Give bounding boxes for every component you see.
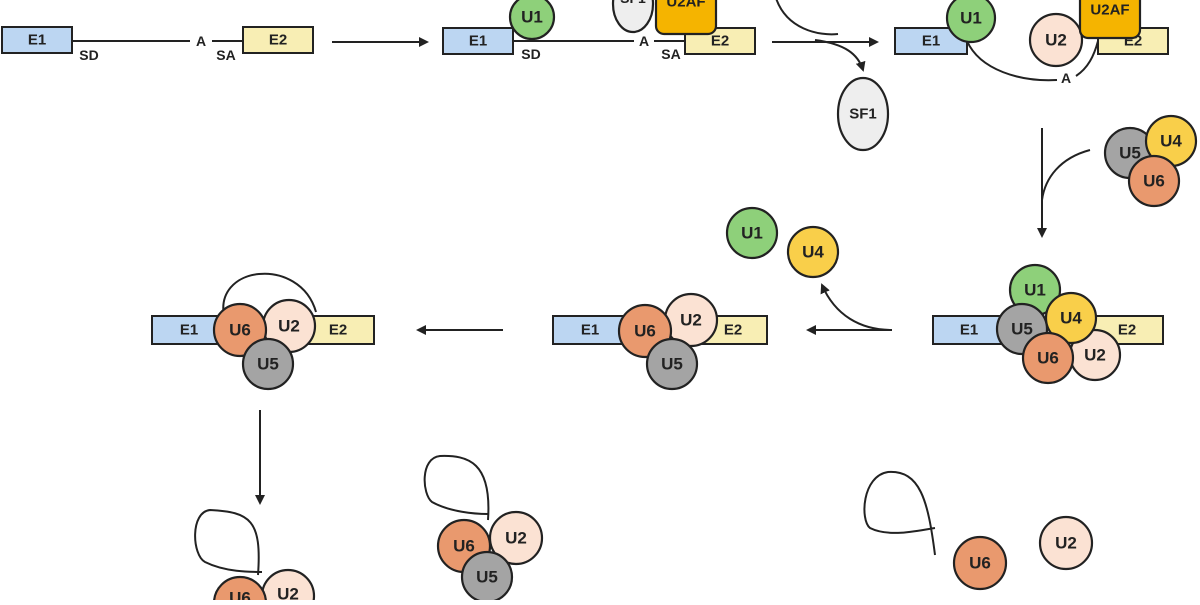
released-u1-label: U1 [741, 224, 763, 243]
exon-1 [151, 315, 227, 345]
exon-1-label: E1 [469, 33, 487, 50]
stage-e-complex: E1 A E2 SD SA U1 SF1 U2AF [442, 0, 756, 62]
u4-label: U4 [1060, 309, 1082, 328]
exon-1-label: E1 [180, 322, 198, 339]
stage-b-complex: E1 E2 U2 U1 U5 U4 U6 [932, 263, 1164, 385]
u6-snrnp [1021, 331, 1075, 385]
u6-label: U6 [229, 321, 251, 340]
sf1-release-arrow [814, 39, 866, 72]
u6-label: U6 [1037, 349, 1059, 368]
exon-1 [1, 26, 73, 54]
u1-u4-release-arrow [820, 283, 893, 331]
stage-a-complex: E1 E2 A U1 U2 U2AF [894, 0, 1169, 86]
u2af-label: U2AF [1090, 2, 1129, 19]
branch-point-a-label: A [196, 33, 206, 49]
u2af-label: U2AF [666, 0, 705, 11]
u6-snrnp [1127, 154, 1181, 208]
free-u2 [1038, 515, 1094, 571]
free-u6 [952, 535, 1008, 591]
exon-1-label: E1 [922, 33, 940, 50]
u5-label: U5 [1119, 144, 1141, 163]
exon-1-label: E1 [581, 322, 599, 339]
u6-label: U6 [229, 589, 251, 601]
u1-label: U1 [1024, 281, 1046, 300]
stage-intron-lariat-complex: U2 U6 U5 [423, 454, 544, 604]
intron-lariat-loop [222, 272, 317, 321]
released-sf1 [836, 76, 890, 152]
u4-snrnp [1044, 291, 1098, 345]
exon-1 [932, 315, 1006, 345]
u5-snrnp [241, 337, 295, 391]
degraded-intron-lariat [863, 470, 936, 556]
u5-label: U5 [476, 568, 498, 587]
released-u1 [725, 206, 779, 260]
u2-snrnp [1028, 12, 1084, 68]
incoming-tri-snrnp: U5 U4 U6 [1037, 114, 1198, 238]
stage-catalytic-complex: E1 E2 U2 U6 U5 [151, 272, 375, 391]
u2-label: U2 [1045, 31, 1067, 50]
sf1-release-curve [775, 0, 839, 36]
u4-label: U4 [1160, 132, 1182, 151]
u1-label: U1 [521, 8, 543, 27]
u1-snrnp [508, 0, 556, 41]
stage-activated-complex: E1 E2 U2 U6 U5 [552, 292, 768, 391]
u6-label: U6 [1143, 172, 1165, 191]
u2-label: U2 [505, 529, 527, 548]
intron-lariat [194, 508, 263, 576]
intron-loop [1075, 40, 1099, 77]
u2-snrnp [488, 510, 544, 566]
u2af-protein [1078, 0, 1142, 40]
splice-acceptor-label: SA [216, 47, 235, 63]
stage-pre-mrna: E1 A E2 SD SA [1, 26, 314, 63]
u1-label: U1 [960, 9, 982, 28]
intron-loop [966, 40, 1058, 82]
splice-donor-label: SD [521, 46, 540, 62]
u5-snrnp [645, 337, 699, 391]
branch-point-a-label: A [1061, 70, 1071, 86]
u6-label: U6 [634, 322, 656, 341]
u2-label: U2 [1084, 346, 1106, 365]
released-sf1-label: SF1 [849, 106, 877, 123]
exon-2-label: E2 [1118, 322, 1136, 339]
u2-label: U2 [277, 585, 299, 601]
exon-2-label: E2 [329, 322, 347, 339]
u5-label: U5 [257, 355, 279, 374]
splice-donor-label: SD [79, 47, 98, 63]
u2-label: U2 [278, 317, 300, 336]
exon-1-label: E1 [960, 322, 978, 339]
free-u2-label: U2 [1055, 534, 1077, 553]
exon-2-label: E2 [711, 33, 729, 50]
branch-point-a-label: A [639, 33, 649, 49]
released-u4-label: U4 [802, 243, 824, 262]
u1-snrnp [945, 0, 997, 44]
stage-disassembly: U6 U2 [863, 470, 1094, 591]
u5-label: U5 [1011, 320, 1033, 339]
u2-label: U2 [680, 311, 702, 330]
splice-acceptor-label: SA [661, 46, 680, 62]
exon-1-label: E1 [28, 32, 46, 49]
exon-2-label: E2 [724, 322, 742, 339]
sf1-label: SF1 [620, 0, 646, 6]
tri-snrnp-entry-curve [1041, 149, 1091, 201]
released-u4 [786, 225, 840, 279]
exon-2 [242, 26, 314, 54]
u5-label: U5 [661, 355, 683, 374]
u2af-protein [654, 0, 718, 36]
intron-lariat [423, 454, 490, 521]
sf1-protein [611, 0, 655, 34]
free-u6-label: U6 [969, 554, 991, 573]
exon-1 [442, 27, 514, 55]
u6-label: U6 [453, 537, 475, 556]
stage-post-catalytic: U2 U6 [194, 508, 316, 605]
exon-2-label: E2 [269, 32, 287, 49]
